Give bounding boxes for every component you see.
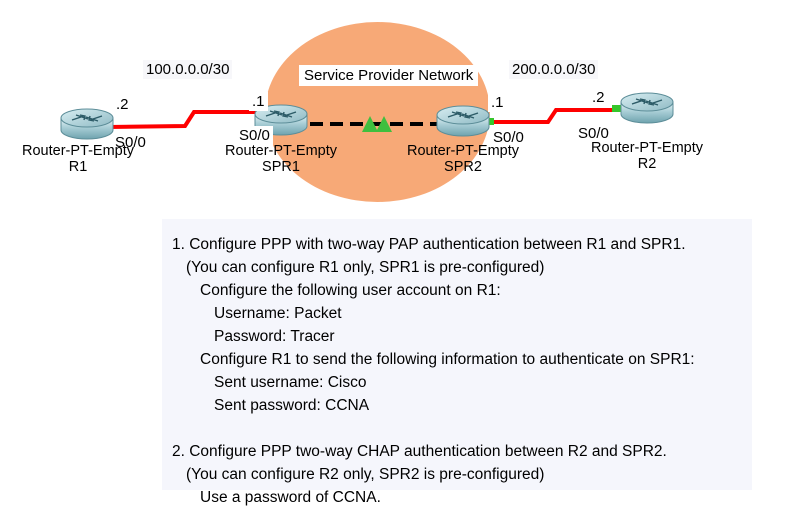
instruction-line: Configure R1 to send the following infor… bbox=[200, 351, 695, 368]
r1-name-text: R1 bbox=[68, 159, 88, 175]
network-right-text: 200.0.0.0/30 bbox=[512, 61, 596, 78]
spr1-name-text: SPR1 bbox=[262, 159, 300, 175]
spr1-interface-text: S0/0 bbox=[239, 127, 270, 144]
devname-spr1: Router-PT-Empty SPR1 bbox=[219, 143, 343, 175]
instruction-line: Password: Tracer bbox=[214, 328, 335, 345]
link-spr2-r2 bbox=[490, 108, 616, 124]
instruction-line: 2. Configure PPP two-way CHAP authentica… bbox=[172, 443, 667, 460]
r2-address-text: .2 bbox=[592, 89, 605, 106]
instruction-line: Sent username: Cisco bbox=[214, 374, 367, 391]
instructions-lines: 1. Configure PPP with two-way PAP authen… bbox=[162, 219, 752, 509]
r1-model-text: Router-PT-Empty bbox=[22, 143, 134, 159]
r2-name-text: R2 bbox=[637, 156, 657, 172]
label-spr2-address: .1 bbox=[488, 93, 507, 112]
label-spr2-interface: S0/0 bbox=[490, 128, 527, 147]
r2-interface-text: S0/0 bbox=[578, 125, 609, 142]
spr1-address-text: .1 bbox=[252, 93, 265, 110]
router-icon bbox=[60, 108, 114, 140]
label-r1-address: .2 bbox=[113, 95, 132, 114]
label-network-right: 200.0.0.0/30 bbox=[509, 60, 599, 79]
instruction-line: Sent password: CCNA bbox=[214, 397, 370, 414]
service-provider-network-text: Service Provider Network bbox=[304, 67, 474, 84]
instruction-line: (You can configure R2 only, SPR2 is pre-… bbox=[186, 466, 545, 483]
spr2-name-text: SPR2 bbox=[444, 159, 482, 175]
router-icon bbox=[436, 105, 490, 137]
instruction-line: Use a password of CCNA. bbox=[200, 489, 381, 506]
spr2-model-text: Router-PT-Empty bbox=[407, 143, 519, 159]
instruction-line: Username: Packet bbox=[214, 305, 342, 322]
label-network-left: 100.0.0.0/30 bbox=[143, 60, 233, 79]
spr2-interface-text: S0/0 bbox=[493, 129, 524, 146]
instruction-line: Configure the following user account on … bbox=[200, 282, 501, 299]
devname-spr2: Router-PT-Empty SPR2 bbox=[401, 143, 525, 175]
label-spr1-address: .1 bbox=[249, 92, 268, 111]
label-r2-address: .2 bbox=[589, 88, 608, 107]
r2-model-text: Router-PT-Empty bbox=[591, 140, 703, 156]
instructions-panel: 1. Configure PPP with two-way PAP authen… bbox=[162, 219, 752, 506]
instruction-line: (You can configure R1 only, SPR1 is pre-… bbox=[186, 259, 545, 276]
router-icon bbox=[620, 92, 674, 124]
label-r2-interface: S0/0 bbox=[575, 124, 612, 143]
network-left-text: 100.0.0.0/30 bbox=[146, 61, 230, 78]
device-r1[interactable] bbox=[58, 104, 116, 144]
devname-r1: Router-PT-Empty R1 bbox=[16, 143, 140, 175]
device-r2[interactable] bbox=[618, 88, 676, 128]
instruction-spacer bbox=[162, 417, 752, 440]
label-spr1-interface: S0/0 bbox=[236, 126, 273, 145]
device-spr2[interactable] bbox=[434, 101, 492, 141]
r1-address-text: .2 bbox=[116, 96, 129, 113]
label-service-provider-network: Service Provider Network bbox=[299, 65, 479, 86]
spr1-model-text: Router-PT-Empty bbox=[225, 143, 337, 159]
spr2-address-text: .1 bbox=[491, 94, 504, 111]
label-r1-interface: S0/0 bbox=[112, 133, 149, 152]
instruction-line: 1. Configure PPP with two-way PAP authen… bbox=[172, 236, 686, 253]
r1-interface-text: S0/0 bbox=[115, 134, 146, 151]
devname-r2: Router-PT-Empty R2 bbox=[585, 140, 709, 172]
